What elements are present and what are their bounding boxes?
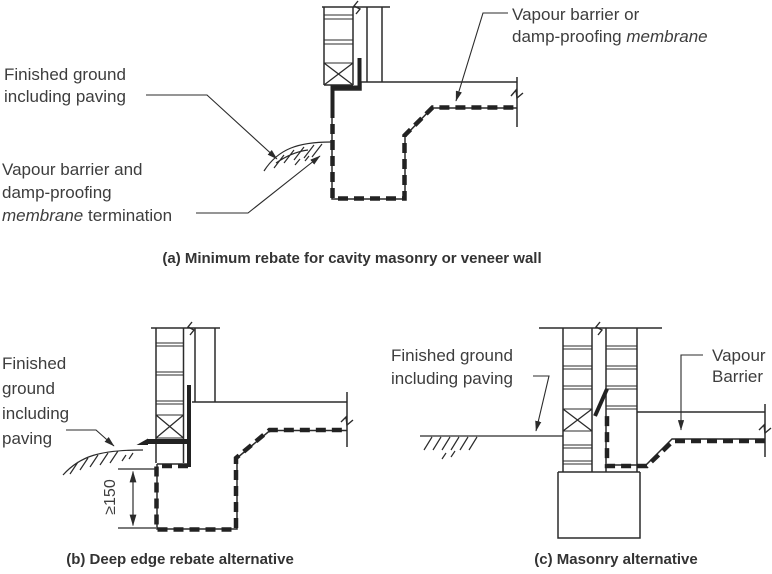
label-line-prefix: damp-proofing [512, 26, 627, 46]
label-line: including paving [391, 369, 513, 388]
a-leader-finished-ground [146, 94, 278, 160]
label-line: damp-proofing membrane [512, 26, 708, 48]
label-line: Finished [2, 354, 67, 373]
c-wall-outline [539, 327, 662, 472]
dimension-min-150: ≥150 [102, 479, 119, 515]
membrane-italic-text: membrane [626, 26, 708, 46]
label-line: including [2, 404, 70, 423]
label-membrane-termination-a: Vapour barrier and damp-proofing membran… [2, 158, 172, 227]
label-vapour-barrier-a: Vapour barrier or damp-proofing membrane [512, 4, 708, 47]
b-wall-outline [151, 327, 220, 465]
c-break-glyphs [594, 321, 772, 435]
label-line: Vapour barrier and [2, 160, 143, 179]
label-line: Finished ground [391, 346, 513, 365]
caption-panel-c: (c) Masonry alternative [534, 551, 698, 568]
label-vapour-barrier-c: Vapour Barrier [712, 346, 766, 387]
panel-b-drawing [62, 321, 354, 532]
b-break-glyphs [186, 321, 354, 427]
membrane-italic-text: membrane [2, 206, 84, 225]
label-line: paving [2, 429, 53, 448]
b-membrane-dashed [154, 427, 346, 532]
label-finished-ground-a: Finished ground including paving [4, 64, 126, 108]
c-flashing [593, 388, 609, 417]
label-line: Barrier [712, 366, 764, 386]
label-finished-ground-b: Finished ground including paving [2, 351, 69, 451]
label-line: damp-proofing [2, 183, 112, 202]
label-line: ground [2, 379, 55, 398]
caption-panel-b: (b) Deep edge rebate alternative [66, 551, 294, 568]
panel-a-drawing [146, 0, 524, 214]
label-line: Finished ground [4, 65, 126, 84]
c-leader-finished-ground [533, 375, 550, 432]
b-dpc-cross [155, 414, 184, 439]
b-brick-joint-lines [156, 342, 184, 439]
panel-c-drawing [420, 321, 772, 539]
c-leader-vapour-barrier [677, 354, 703, 431]
b-slab-outline [156, 392, 348, 530]
b-leader-finished-ground [66, 429, 115, 447]
b-flashing-exit-tip [136, 438, 148, 445]
label-line: Vapour [712, 346, 766, 365]
c-slab-outline [608, 404, 766, 466]
c-ground-symbol [420, 435, 563, 460]
b-dimension-ticks [118, 468, 156, 529]
b-ground-symbol [62, 449, 144, 476]
a-membrane-dashed [330, 105, 516, 201]
a-dpc-cross [323, 62, 354, 86]
c-inner-leaf-joints [606, 345, 637, 410]
label-finished-ground-c: Finished ground including paving [391, 344, 513, 390]
a-leader-vapour-barrier [455, 12, 508, 102]
c-outer-leaf-joints [563, 345, 592, 465]
c-footing-outline [557, 471, 641, 539]
caption-panel-a: (a) Minimum rebate for cavity masonry or… [162, 250, 542, 267]
a-leader-membrane-termination [196, 155, 321, 214]
label-line: including paving [4, 87, 126, 106]
c-dpc-cross [562, 408, 593, 432]
a-flashing [330, 58, 362, 118]
a-ground-symbol [263, 141, 332, 172]
a-break-glyphs [352, 0, 524, 100]
c-membrane-dashed [604, 414, 765, 469]
label-line: membrane termination [2, 204, 172, 227]
a-brick-joint-lines [324, 14, 353, 64]
a-slab-outline [331, 77, 518, 200]
label-line: Vapour barrier or [512, 5, 640, 24]
label-line-rest: termination [83, 206, 173, 225]
